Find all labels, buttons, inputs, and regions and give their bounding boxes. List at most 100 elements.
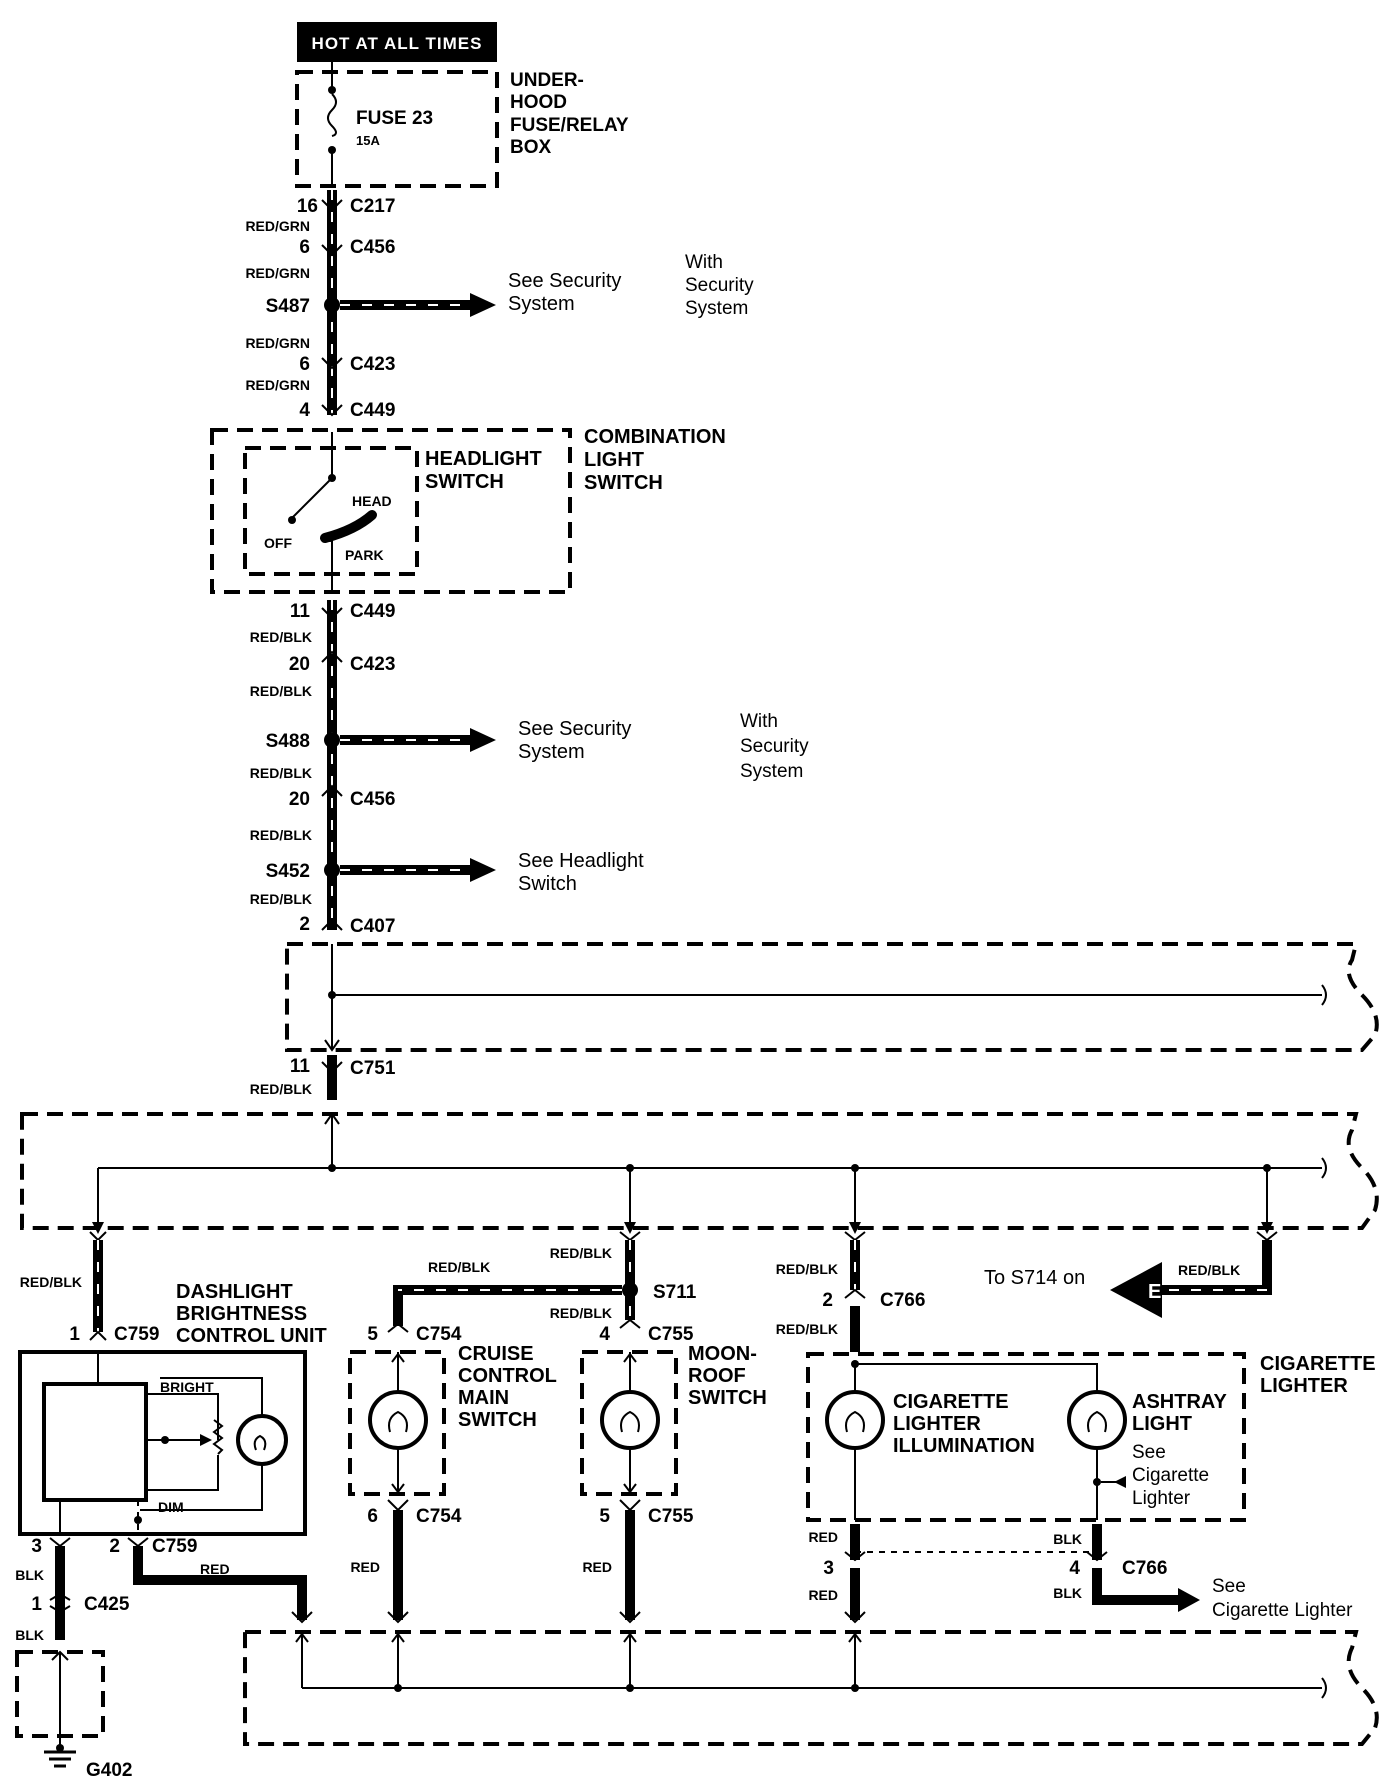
svg-text:System: System <box>518 741 585 763</box>
svg-text:Cigarette: Cigarette <box>1132 1465 1209 1486</box>
connector-c766-b: C766 <box>1122 1558 1167 1579</box>
svg-text:RED/GRN: RED/GRN <box>245 335 310 351</box>
svg-text:System: System <box>740 761 803 782</box>
svg-text:System: System <box>508 293 575 315</box>
dashlight-red-output-wire <box>127 1537 313 1624</box>
connector-c759-a: C759 <box>114 1324 159 1345</box>
svg-text:BLK: BLK <box>15 1627 44 1643</box>
splice-s487: S487 <box>266 296 340 317</box>
svg-text:BRIGHT: BRIGHT <box>160 1379 214 1395</box>
combination-light-switch: HEAD OFF PARK HEADLIGHT SWITCH COMBINATI… <box>210 426 726 594</box>
svg-text:HEAD: HEAD <box>352 493 392 509</box>
harness-box-3 <box>243 1630 1379 1746</box>
splice-s488: S488 <box>266 731 340 752</box>
connector-c755-a: C755 <box>648 1324 694 1345</box>
svg-text:Security: Security <box>740 736 809 757</box>
svg-text:ROOF: ROOF <box>688 1365 746 1387</box>
cigarette-illumination-output-wire <box>844 1524 866 1624</box>
svg-text:ILLUMINATION: ILLUMINATION <box>893 1435 1035 1457</box>
svg-text:FUSE/RELAY: FUSE/RELAY <box>510 115 629 136</box>
svg-text:LIGHTER: LIGHTER <box>1260 1375 1348 1397</box>
connector-c766-a: C766 <box>880 1290 925 1311</box>
ashtray-light-bulb-icon <box>1067 1390 1127 1450</box>
svg-text:RED/BLK: RED/BLK <box>20 1274 82 1290</box>
svg-text:S452: S452 <box>266 861 310 882</box>
svg-text:RED/BLK: RED/BLK <box>428 1259 490 1275</box>
svg-text:CONTROL UNIT: CONTROL UNIT <box>176 1325 327 1347</box>
connector-c755-b: C755 <box>648 1506 694 1527</box>
svg-text:See Security: See Security <box>518 718 631 740</box>
svg-text:RED: RED <box>582 1559 612 1575</box>
dashlight-feed-wire <box>89 1231 107 1341</box>
svg-text:4: 4 <box>1069 1558 1080 1579</box>
svg-text:3: 3 <box>823 1558 834 1579</box>
ground-g402: G402 <box>15 1650 132 1780</box>
fuse-rating: 15A <box>356 133 380 148</box>
svg-text:System: System <box>685 298 748 319</box>
svg-text:SWITCH: SWITCH <box>688 1387 767 1409</box>
moonroof-output-wire <box>619 1499 641 1624</box>
svg-text:11: 11 <box>290 601 311 622</box>
connector-c425: C425 <box>84 1594 130 1615</box>
branch-to-security-2 <box>340 728 496 752</box>
svg-text:BLK: BLK <box>1053 1585 1082 1601</box>
svg-text:See Security: See Security <box>508 270 621 292</box>
cigarette-lighter-assembly <box>806 1352 1246 1522</box>
svg-text:RED/GRN: RED/GRN <box>245 265 310 281</box>
svg-text:OFF: OFF <box>264 535 292 551</box>
connector-arrow-e-icon <box>1110 1262 1162 1318</box>
svg-text:RED: RED <box>200 1561 230 1577</box>
svg-text:COMBINATION: COMBINATION <box>584 426 726 448</box>
svg-text:RED/BLK: RED/BLK <box>550 1245 612 1261</box>
svg-text:4: 4 <box>299 400 310 421</box>
svg-text:CIGARETTE: CIGARETTE <box>893 1391 1009 1413</box>
svg-text:With: With <box>685 252 723 273</box>
connector-c423-a: C423 <box>350 354 395 375</box>
svg-text:3: 3 <box>31 1536 42 1557</box>
svg-text:BLK: BLK <box>15 1567 44 1583</box>
connector-c456-b: C456 <box>350 789 395 810</box>
svg-text:2: 2 <box>299 914 310 935</box>
cruise-indicator-bulb-icon <box>368 1390 428 1450</box>
svg-text:HEADLIGHT: HEADLIGHT <box>425 448 542 470</box>
fuse-label: FUSE 23 <box>356 108 433 129</box>
svg-text:Cigarette Lighter: Cigarette Lighter <box>1212 1600 1353 1621</box>
svg-text:2: 2 <box>822 1290 833 1311</box>
svg-text:MOON-: MOON- <box>688 1343 757 1365</box>
splice-s452: S452 <box>266 861 340 882</box>
svg-text:G402: G402 <box>86 1760 132 1780</box>
svg-text:4: 4 <box>599 1324 610 1345</box>
connector-c751: C751 <box>350 1058 396 1079</box>
svg-text:20: 20 <box>289 789 310 810</box>
svg-text:RED/BLK: RED/BLK <box>250 683 312 699</box>
connector-c754-b: C754 <box>416 1506 462 1527</box>
svg-text:Lighter: Lighter <box>1132 1488 1191 1509</box>
rheostat-icon <box>212 1419 224 1455</box>
connector-c217: C217 <box>350 196 395 217</box>
connector-c407: C407 <box>350 916 395 937</box>
svg-text:1: 1 <box>31 1594 42 1615</box>
svg-text:LIGHT: LIGHT <box>1132 1413 1192 1435</box>
ashtray-ground-wire <box>1086 1524 1200 1612</box>
branch-to-headlight-switch <box>340 858 496 882</box>
svg-text:16: 16 <box>297 196 318 217</box>
svg-text:6: 6 <box>299 354 310 375</box>
svg-text:BRIGHTNESS: BRIGHTNESS <box>176 1303 307 1325</box>
harness-box-1 <box>285 942 1379 1052</box>
dashlight-brightness-control-unit: BRIGHT DIM <box>18 1350 307 1536</box>
connector-c754-a: C754 <box>416 1324 462 1345</box>
svg-text:See Headlight: See Headlight <box>518 850 644 872</box>
svg-text:RED/BLK: RED/BLK <box>776 1321 838 1337</box>
branch-to-security-1 <box>340 293 496 317</box>
svg-text:RED/BLK: RED/BLK <box>250 765 312 781</box>
svg-text:DASHLIGHT: DASHLIGHT <box>176 1281 293 1303</box>
connector-c759-b: C759 <box>152 1536 197 1557</box>
splice-s711: S711 <box>622 1282 697 1303</box>
to-s714-wire: E <box>1110 1231 1278 1318</box>
svg-text:Switch: Switch <box>518 873 577 895</box>
svg-text:SWITCH: SWITCH <box>425 471 504 493</box>
svg-text:RED/BLK: RED/BLK <box>250 891 312 907</box>
svg-text:HOOD: HOOD <box>510 92 567 113</box>
svg-text:MAIN: MAIN <box>458 1387 509 1409</box>
cruise-output-wire <box>387 1499 409 1624</box>
